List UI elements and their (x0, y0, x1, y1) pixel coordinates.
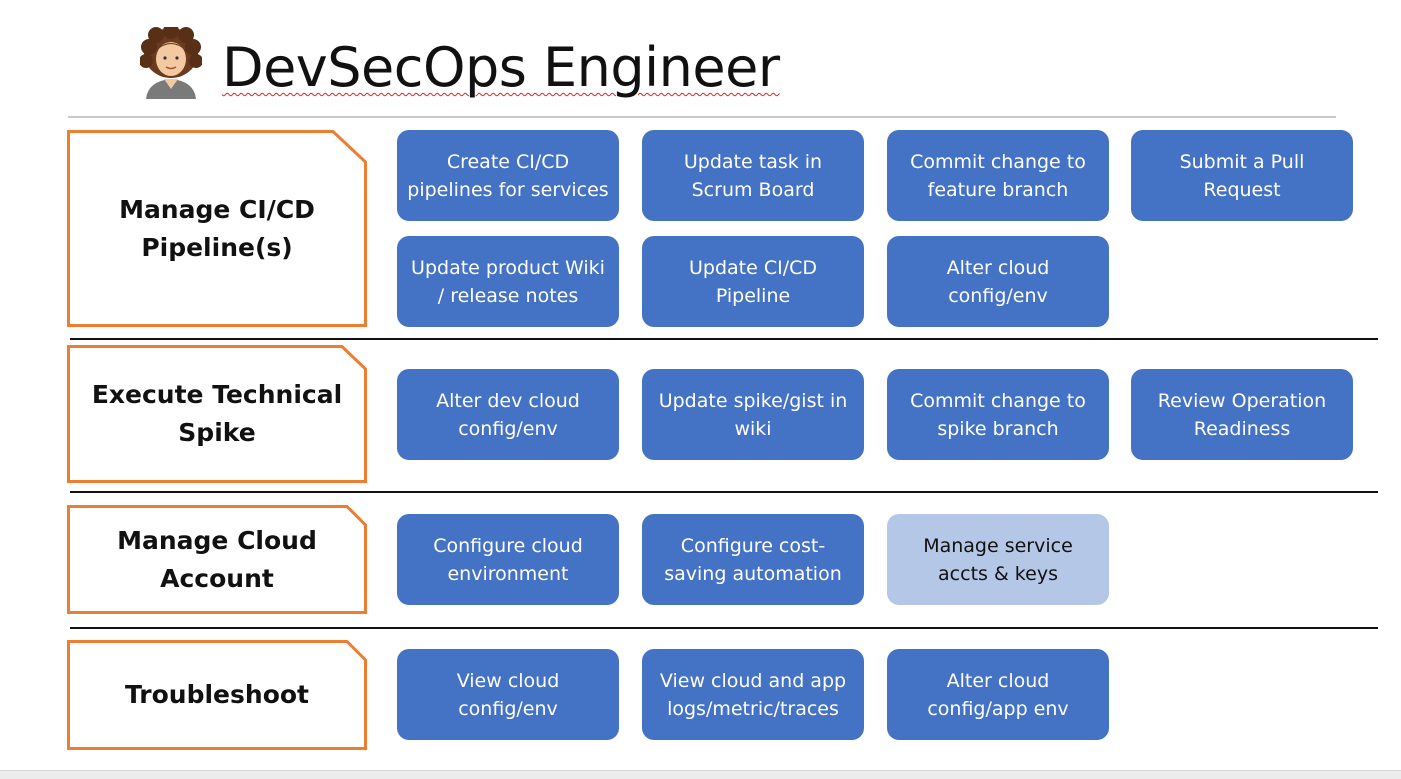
role-label: Manage CI/CD Pipeline(s) (119, 194, 315, 262)
task-configure-cloud[interactable]: Configure cloud environment (397, 514, 619, 605)
task-alter-app-env[interactable]: Alter cloud config/app env (887, 649, 1109, 740)
role-label: Execute Technical Spike (91, 380, 343, 447)
task-commit-feature[interactable]: Commit change to feature branch (887, 130, 1109, 221)
role-manage-cloud: Manage Cloud Account (67, 505, 367, 614)
task-create-pipelines[interactable]: Create CI/CD pipelines for services (397, 130, 619, 221)
task-update-scrum[interactable]: Update task in Scrum Board (642, 130, 864, 221)
task-alter-cloud[interactable]: Alter cloud config/env (887, 236, 1109, 327)
task-manage-keys[interactable]: Manage service accts & keys (887, 514, 1109, 605)
task-update-pipeline[interactable]: Update CI/CD Pipeline (642, 236, 864, 327)
task-view-cloud[interactable]: View cloud config/env (397, 649, 619, 740)
role-troubleshoot: Troubleshoot (67, 640, 367, 750)
task-view-logs[interactable]: View cloud and app logs/metric/traces (642, 649, 864, 740)
role-manage-cicd: Manage CI/CD Pipeline(s) (67, 130, 367, 327)
row-divider (70, 338, 1378, 340)
task-commit-spike[interactable]: Commit change to spike branch (887, 369, 1109, 460)
role-label: Troubleshoot (124, 680, 309, 709)
window-bottom-bar (0, 770, 1401, 779)
page-title: DevSecOps Engineer (222, 36, 780, 99)
title-divider (68, 116, 1336, 118)
row-divider (70, 627, 1378, 629)
role-label: Manage Cloud Account (117, 525, 317, 593)
row-divider (70, 491, 1378, 493)
task-alter-dev-cloud[interactable]: Alter dev cloud config/env (397, 369, 619, 460)
task-configure-cost[interactable]: Configure cost-saving automation (642, 514, 864, 605)
task-update-spike[interactable]: Update spike/gist in wiki (642, 369, 864, 460)
task-update-wiki[interactable]: Update product Wiki / release notes (397, 236, 619, 327)
task-submit-pr[interactable]: Submit a Pull Request (1131, 130, 1353, 221)
role-technical-spike: Execute Technical Spike (67, 345, 367, 483)
person-avatar-icon (140, 27, 202, 99)
task-review-readiness[interactable]: Review Operation Readiness (1131, 369, 1353, 460)
